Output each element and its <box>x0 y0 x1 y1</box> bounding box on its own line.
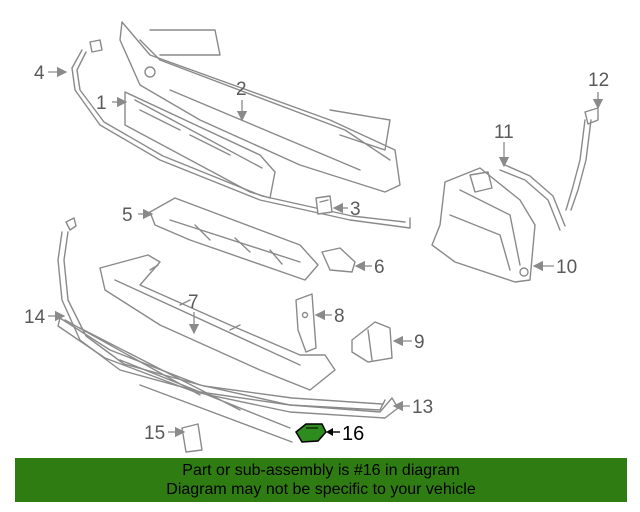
callout-5: 5 <box>122 205 133 226</box>
part-2-upper-carrier <box>119 21 401 193</box>
part-1-absorber <box>124 91 276 199</box>
part-15-clip <box>181 423 203 453</box>
part-3-clip <box>315 195 333 215</box>
callout-7: 7 <box>188 292 199 313</box>
part-6-bracket <box>321 247 356 273</box>
callout-13: 13 <box>412 397 433 418</box>
part-9-bracket <box>351 321 393 363</box>
banner-line-1: Part or sub-assembly is #16 in diagram <box>182 462 460 479</box>
callout-4: 4 <box>34 63 45 84</box>
callout-9: 9 <box>414 332 425 353</box>
part-8-bracket <box>295 293 317 353</box>
part-14-lower-strip <box>57 217 386 411</box>
info-banner: Part or sub-assembly is #16 in diagram D… <box>15 458 627 502</box>
part-16-highlighted <box>295 423 327 443</box>
part-12-side-strip <box>565 107 599 211</box>
callout-labels: 4 1 2 3 5 6 7 8 9 10 11 12 13 14 15 16 <box>24 63 609 445</box>
callout-15: 15 <box>144 423 165 444</box>
callout-10: 10 <box>556 257 577 278</box>
callout-11: 11 <box>494 122 514 143</box>
callout-16: 16 <box>342 423 364 445</box>
part-5-bracket <box>149 197 319 281</box>
banner-line-2: Diagram may not be specific to your vehi… <box>166 481 476 498</box>
parts-diagram: 4 1 2 3 5 6 7 8 9 10 11 12 13 14 15 16 <box>24 21 609 453</box>
callout-12: 12 <box>588 70 609 91</box>
callout-2: 2 <box>236 79 247 100</box>
callout-8: 8 <box>334 306 345 327</box>
part-11-strip <box>499 164 566 231</box>
part-10-side-bracket <box>431 167 536 283</box>
callout-14: 14 <box>24 307 46 328</box>
callout-3: 3 <box>350 199 361 220</box>
callout-6: 6 <box>374 257 385 278</box>
leader-lines <box>48 66 604 438</box>
part-7-lower-support <box>99 254 336 391</box>
callout-1: 1 <box>96 93 107 114</box>
